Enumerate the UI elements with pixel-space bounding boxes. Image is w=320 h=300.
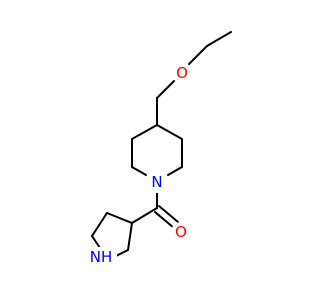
bond-o-ch2 — [156, 80, 175, 99]
carbonyl-oxygen-background — [171, 222, 191, 242]
bond-c4-c3 — [156, 124, 183, 140]
carbonyl-oxygen-label: O — [175, 223, 187, 241]
bond-c5prime-nh — [91, 235, 101, 249]
bond-carbonyl-double-2 — [154, 211, 175, 229]
bond-c4prime-c5prime — [91, 212, 108, 237]
ether-oxygen-label: O — [176, 64, 188, 82]
atom-label-layer: O N O NH — [86, 63, 192, 267]
bond-carbonyl-double-1 — [158, 205, 179, 223]
bond-carbonyl-c-c3prime — [131, 207, 158, 224]
piperidine-nitrogen-label: N — [151, 173, 162, 191]
bond-c5-c4 — [131, 124, 158, 140]
bond-ethyl-c2-o — [188, 45, 208, 65]
molecule-structure: O N O NH — [86, 31, 232, 267]
bond-c2-n1 — [167, 166, 183, 176]
ether-oxygen-background — [172, 63, 192, 83]
piperidine-nitrogen-background — [146, 171, 168, 193]
bond-c3prime-c4prime — [106, 212, 133, 224]
bond-n1-c6 — [131, 166, 147, 176]
pyrrolidine-nitrogen-label: NH — [90, 248, 113, 266]
pyrrolidine-nitrogen-background — [86, 247, 117, 267]
bond-layer — [91, 31, 232, 259]
bond-ethyl-c1-c2 — [206, 31, 232, 47]
bond-c2prime-c3prime — [127, 222, 133, 251]
